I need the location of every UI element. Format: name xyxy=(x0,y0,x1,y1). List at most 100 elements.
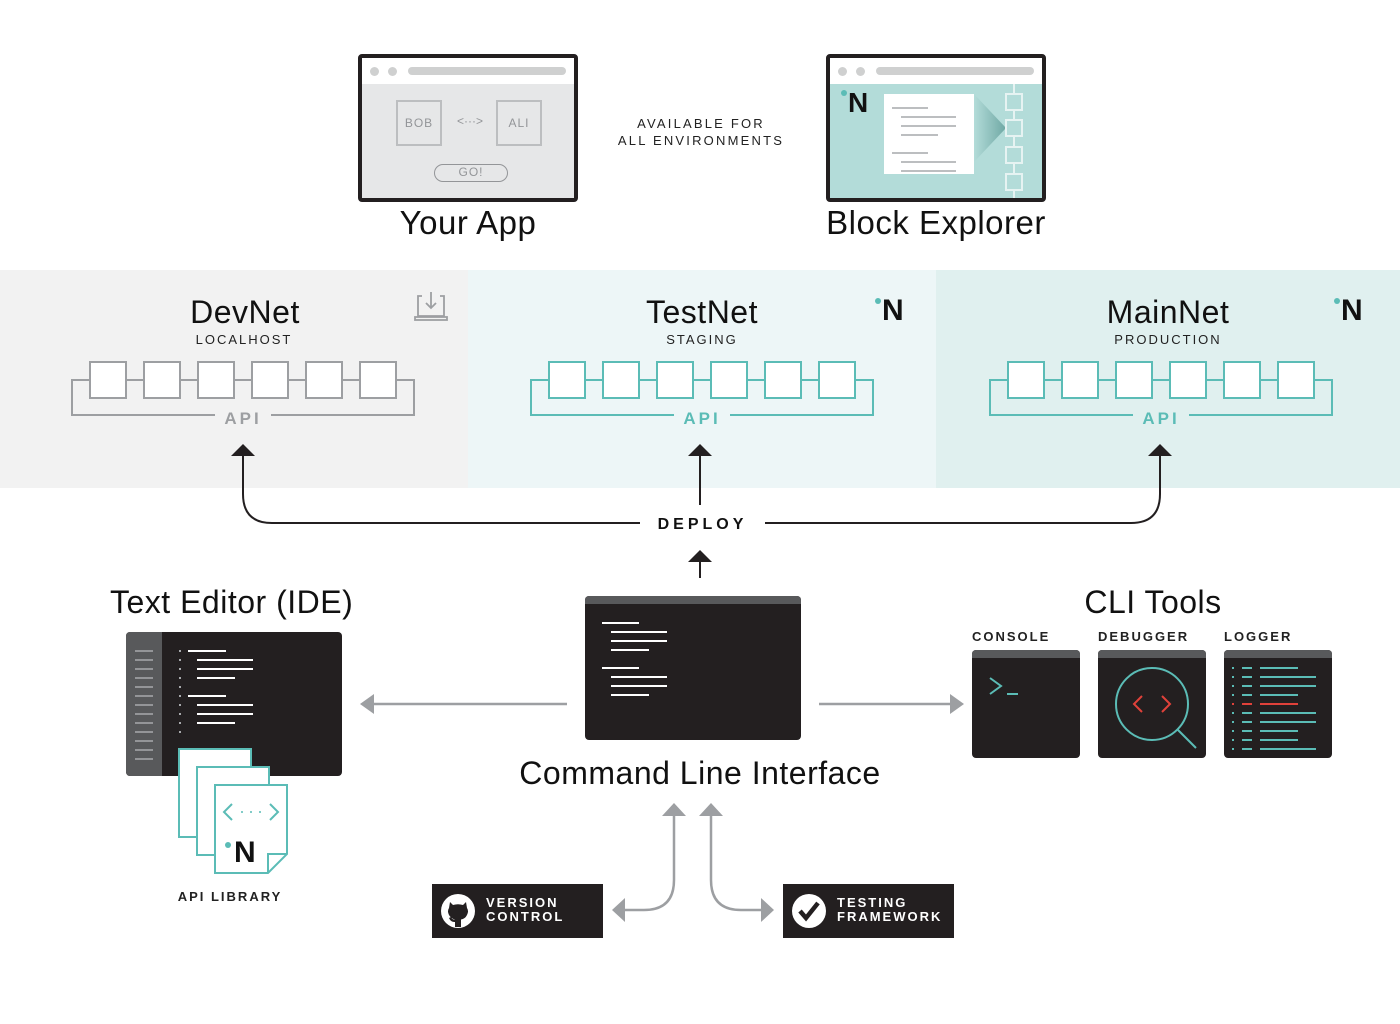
focus-beam xyxy=(974,94,1006,162)
download-laptop-icon[interactable] xyxy=(412,290,454,324)
block xyxy=(89,361,127,399)
block xyxy=(818,361,856,399)
api-library-label: API LIBRARY xyxy=(177,889,283,904)
console-titlebar xyxy=(972,650,1080,658)
cli-titlebar xyxy=(585,596,801,604)
testnet-blockchain xyxy=(530,361,874,416)
chain-column xyxy=(1005,84,1023,198)
block-explorer-title: Block Explorer xyxy=(826,204,1046,241)
browser-titlebar xyxy=(362,58,574,84)
arrowhead-left xyxy=(360,694,374,714)
block xyxy=(1169,361,1207,399)
doc-page-front xyxy=(214,784,288,874)
mainnet-panel: MainNet PRODUCTION N API xyxy=(936,270,1400,488)
logo-dot xyxy=(225,842,231,848)
log-marker xyxy=(1232,694,1234,696)
ali-label: ALI xyxy=(508,116,530,130)
log-marker xyxy=(1232,712,1234,714)
cli-output-lines xyxy=(602,622,667,696)
deploy-arrows xyxy=(242,456,1161,578)
block xyxy=(548,361,586,399)
testnet-panel: TestNet STAGING N API xyxy=(468,270,936,488)
arrowhead-up xyxy=(688,550,712,562)
console-label: CONSOLE xyxy=(972,629,1051,644)
debugger-titlebar xyxy=(1098,650,1206,658)
gutter-lines xyxy=(135,650,153,760)
vcs-line xyxy=(622,815,676,912)
availability-note-line1: AVAILABLE FOR xyxy=(637,116,765,131)
ide-title: Text Editor (IDE) xyxy=(110,584,354,620)
testnet-title: TestNet xyxy=(646,294,758,330)
cli-tools-title: CLI Tools xyxy=(1084,584,1222,620)
n-logo-text: N xyxy=(848,87,869,118)
mainnet-n-logo: N xyxy=(1334,296,1363,326)
your-app-title: Your App xyxy=(399,204,537,241)
arrowhead-up xyxy=(231,444,255,456)
address-bar xyxy=(876,67,1034,75)
checkmark-circle-icon xyxy=(792,894,826,928)
bob-box: BOB xyxy=(396,100,442,146)
testing-line xyxy=(709,815,764,912)
go-button-label: GO! xyxy=(458,165,484,179)
devnet-panel: DevNet LOCALHOST API xyxy=(0,270,468,488)
logger-titlebar xyxy=(1224,650,1332,658)
ali-box: ALI xyxy=(496,100,542,146)
deploy-line-mainnet xyxy=(765,456,1161,524)
deploy-label: DEPLOY xyxy=(657,516,748,533)
debugger-window[interactable] xyxy=(1098,650,1206,758)
availability-note: AVAILABLE FOR ALL ENVIRONMENTS xyxy=(600,115,802,149)
version-control-badge[interactable]: VERSION CONTROL xyxy=(432,884,603,938)
window-dot xyxy=(370,67,379,76)
log-marker xyxy=(1232,667,1234,669)
bob-label: BOB xyxy=(404,116,434,130)
logger-window[interactable] xyxy=(1224,650,1332,758)
logo-dot xyxy=(841,90,847,96)
cli-side-arrowheads xyxy=(360,694,964,922)
api-library-docs xyxy=(178,748,288,874)
deploy-arrowheads xyxy=(231,444,1172,562)
text-lines xyxy=(892,107,956,172)
block xyxy=(602,361,640,399)
connector-arrows: <···> xyxy=(456,114,483,128)
window-dot xyxy=(388,67,397,76)
log-marker xyxy=(1232,748,1234,750)
api-bracket xyxy=(530,379,874,416)
api-bracket xyxy=(71,379,415,416)
testing-framework-badge[interactable]: TESTING FRAMEWORK xyxy=(783,884,954,938)
debugger-label: DEBUGGER xyxy=(1098,629,1190,644)
logo-dot xyxy=(1334,298,1340,304)
log-marker xyxy=(1232,730,1234,732)
arrowhead-right xyxy=(761,898,774,922)
n-logo: N xyxy=(841,87,869,118)
testnet-subtitle: STAGING xyxy=(666,332,738,347)
arrowhead-left xyxy=(612,898,625,922)
api-bracket xyxy=(989,379,1333,416)
go-button[interactable]: GO! xyxy=(434,164,508,182)
logo-dot xyxy=(875,298,881,304)
testnet-api-label: API xyxy=(683,409,721,428)
ide-gutter xyxy=(126,632,162,776)
window-dot xyxy=(838,67,847,76)
devnet-api-label: API xyxy=(224,409,262,428)
testnet-n-logo: N xyxy=(875,294,904,327)
your-app-window: BOB <···> ALI GO! xyxy=(358,54,578,202)
mainnet-api-label: API xyxy=(1142,409,1180,428)
logger-label: LOGGER xyxy=(1224,629,1293,644)
arrowhead-up xyxy=(699,803,723,816)
browser-titlebar xyxy=(830,58,1042,84)
explorer-content xyxy=(884,84,1023,198)
block-explorer-window: N xyxy=(826,54,1046,202)
n-logo-text: N xyxy=(882,294,904,327)
testing-framework-line1: TESTING xyxy=(837,895,908,910)
api-library-n-logo: N xyxy=(234,836,256,869)
window-dot xyxy=(856,67,865,76)
console-window[interactable] xyxy=(972,650,1080,758)
log-marker xyxy=(1232,721,1234,723)
devnet-title: DevNet xyxy=(190,294,300,330)
log-marker xyxy=(1232,676,1234,678)
cli-side-arrows xyxy=(372,702,952,912)
arrowhead-up xyxy=(662,803,686,816)
log-marker xyxy=(1232,703,1234,705)
terminal-prompt-icon xyxy=(989,677,1018,695)
